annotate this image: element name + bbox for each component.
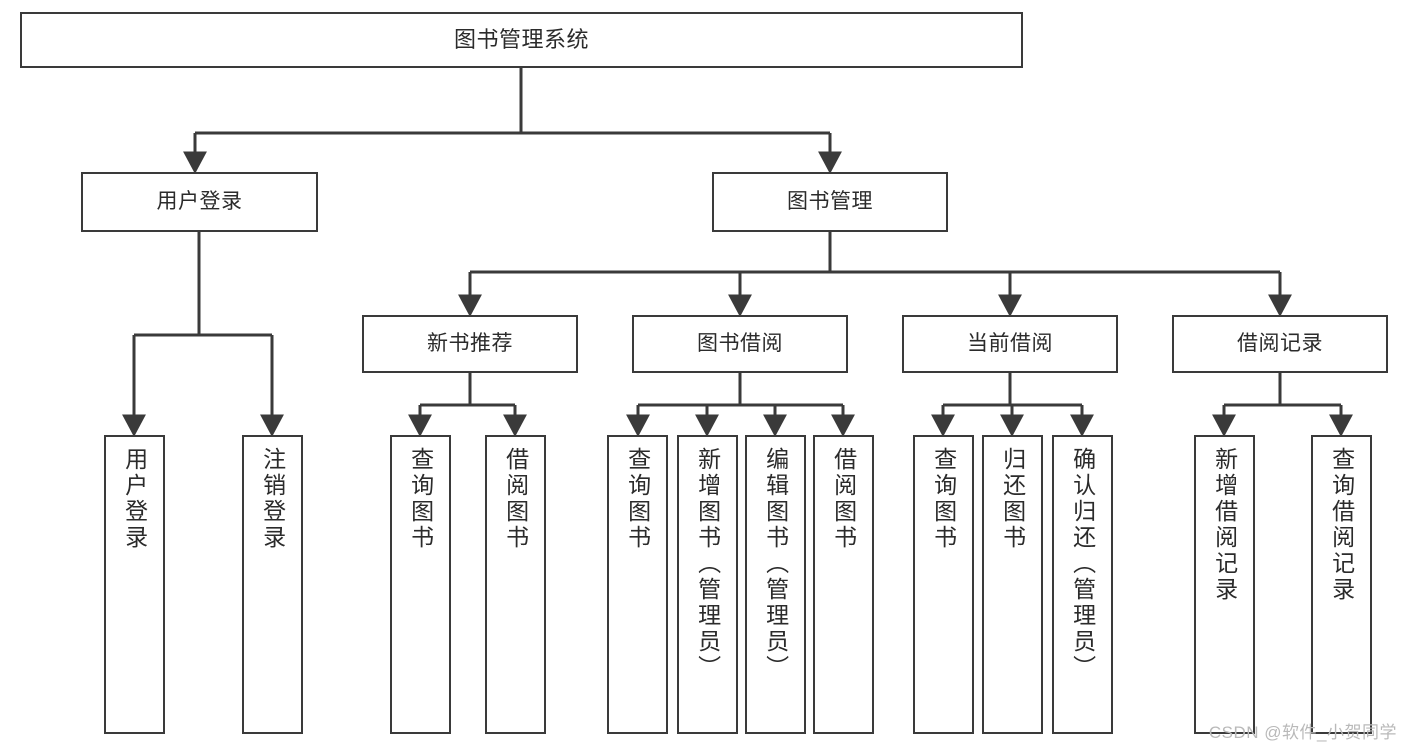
node-current-borrow[interactable]: 当前借阅 bbox=[902, 315, 1118, 373]
node-label: 查询借阅记录 bbox=[1328, 447, 1355, 603]
node-label: 图书管理系统 bbox=[453, 27, 589, 53]
node-label: 查询图书 bbox=[407, 447, 434, 551]
node-label: 归还图书 bbox=[999, 447, 1026, 551]
node-book-management[interactable]: 图书管理 bbox=[712, 172, 948, 232]
leaf-query-borrow-record[interactable]: 查询借阅记录 bbox=[1311, 435, 1372, 734]
node-user-login[interactable]: 用户登录 bbox=[81, 172, 318, 232]
leaf-logout-login[interactable]: 注销登录 bbox=[242, 435, 303, 734]
node-label: 借阅图书 bbox=[830, 447, 857, 551]
csdn-watermark: CSDN @软件_小贺同学 bbox=[1208, 723, 1397, 742]
node-root-book-management-system[interactable]: 图书管理系统 bbox=[20, 12, 1023, 68]
node-label: 用户登录 bbox=[156, 189, 243, 213]
node-label: 新增借阅记录 bbox=[1211, 447, 1238, 603]
node-label: 查询图书 bbox=[930, 447, 957, 551]
leaf-return-book[interactable]: 归还图书 bbox=[982, 435, 1043, 734]
leaf-user-login[interactable]: 用户登录 bbox=[104, 435, 165, 734]
leaf-query-book-borrow[interactable]: 查询图书 bbox=[607, 435, 668, 734]
node-borrow-record[interactable]: 借阅记录 bbox=[1172, 315, 1388, 373]
node-label: 确认归还（管理员） bbox=[1069, 447, 1096, 681]
leaf-borrow-book-newbook[interactable]: 借阅图书 bbox=[485, 435, 546, 734]
node-label: 用户登录 bbox=[121, 447, 148, 551]
node-label: 新书推荐 bbox=[427, 331, 513, 355]
leaf-add-book-admin[interactable]: 新增图书（管理员） bbox=[677, 435, 738, 734]
node-new-book-recommend[interactable]: 新书推荐 bbox=[362, 315, 578, 373]
node-label: 图书借阅 bbox=[697, 331, 783, 355]
node-label: 借阅记录 bbox=[1237, 331, 1323, 355]
leaf-confirm-return-admin[interactable]: 确认归还（管理员） bbox=[1052, 435, 1113, 734]
node-label: 新增图书（管理员） bbox=[694, 447, 721, 681]
leaf-edit-book-admin[interactable]: 编辑图书（管理员） bbox=[745, 435, 806, 734]
leaf-add-borrow-record[interactable]: 新增借阅记录 bbox=[1194, 435, 1255, 734]
leaf-query-book-current[interactable]: 查询图书 bbox=[913, 435, 974, 734]
node-label: 查询图书 bbox=[624, 447, 651, 551]
node-label: 编辑图书（管理员） bbox=[762, 447, 789, 681]
node-label: 注销登录 bbox=[259, 447, 286, 551]
node-label: 借阅图书 bbox=[502, 447, 529, 551]
leaf-query-book-newbook[interactable]: 查询图书 bbox=[390, 435, 451, 734]
node-book-borrow[interactable]: 图书借阅 bbox=[632, 315, 848, 373]
leaf-borrow-book[interactable]: 借阅图书 bbox=[813, 435, 874, 734]
node-label: 当前借阅 bbox=[967, 331, 1053, 355]
node-label: 图书管理 bbox=[787, 189, 873, 213]
